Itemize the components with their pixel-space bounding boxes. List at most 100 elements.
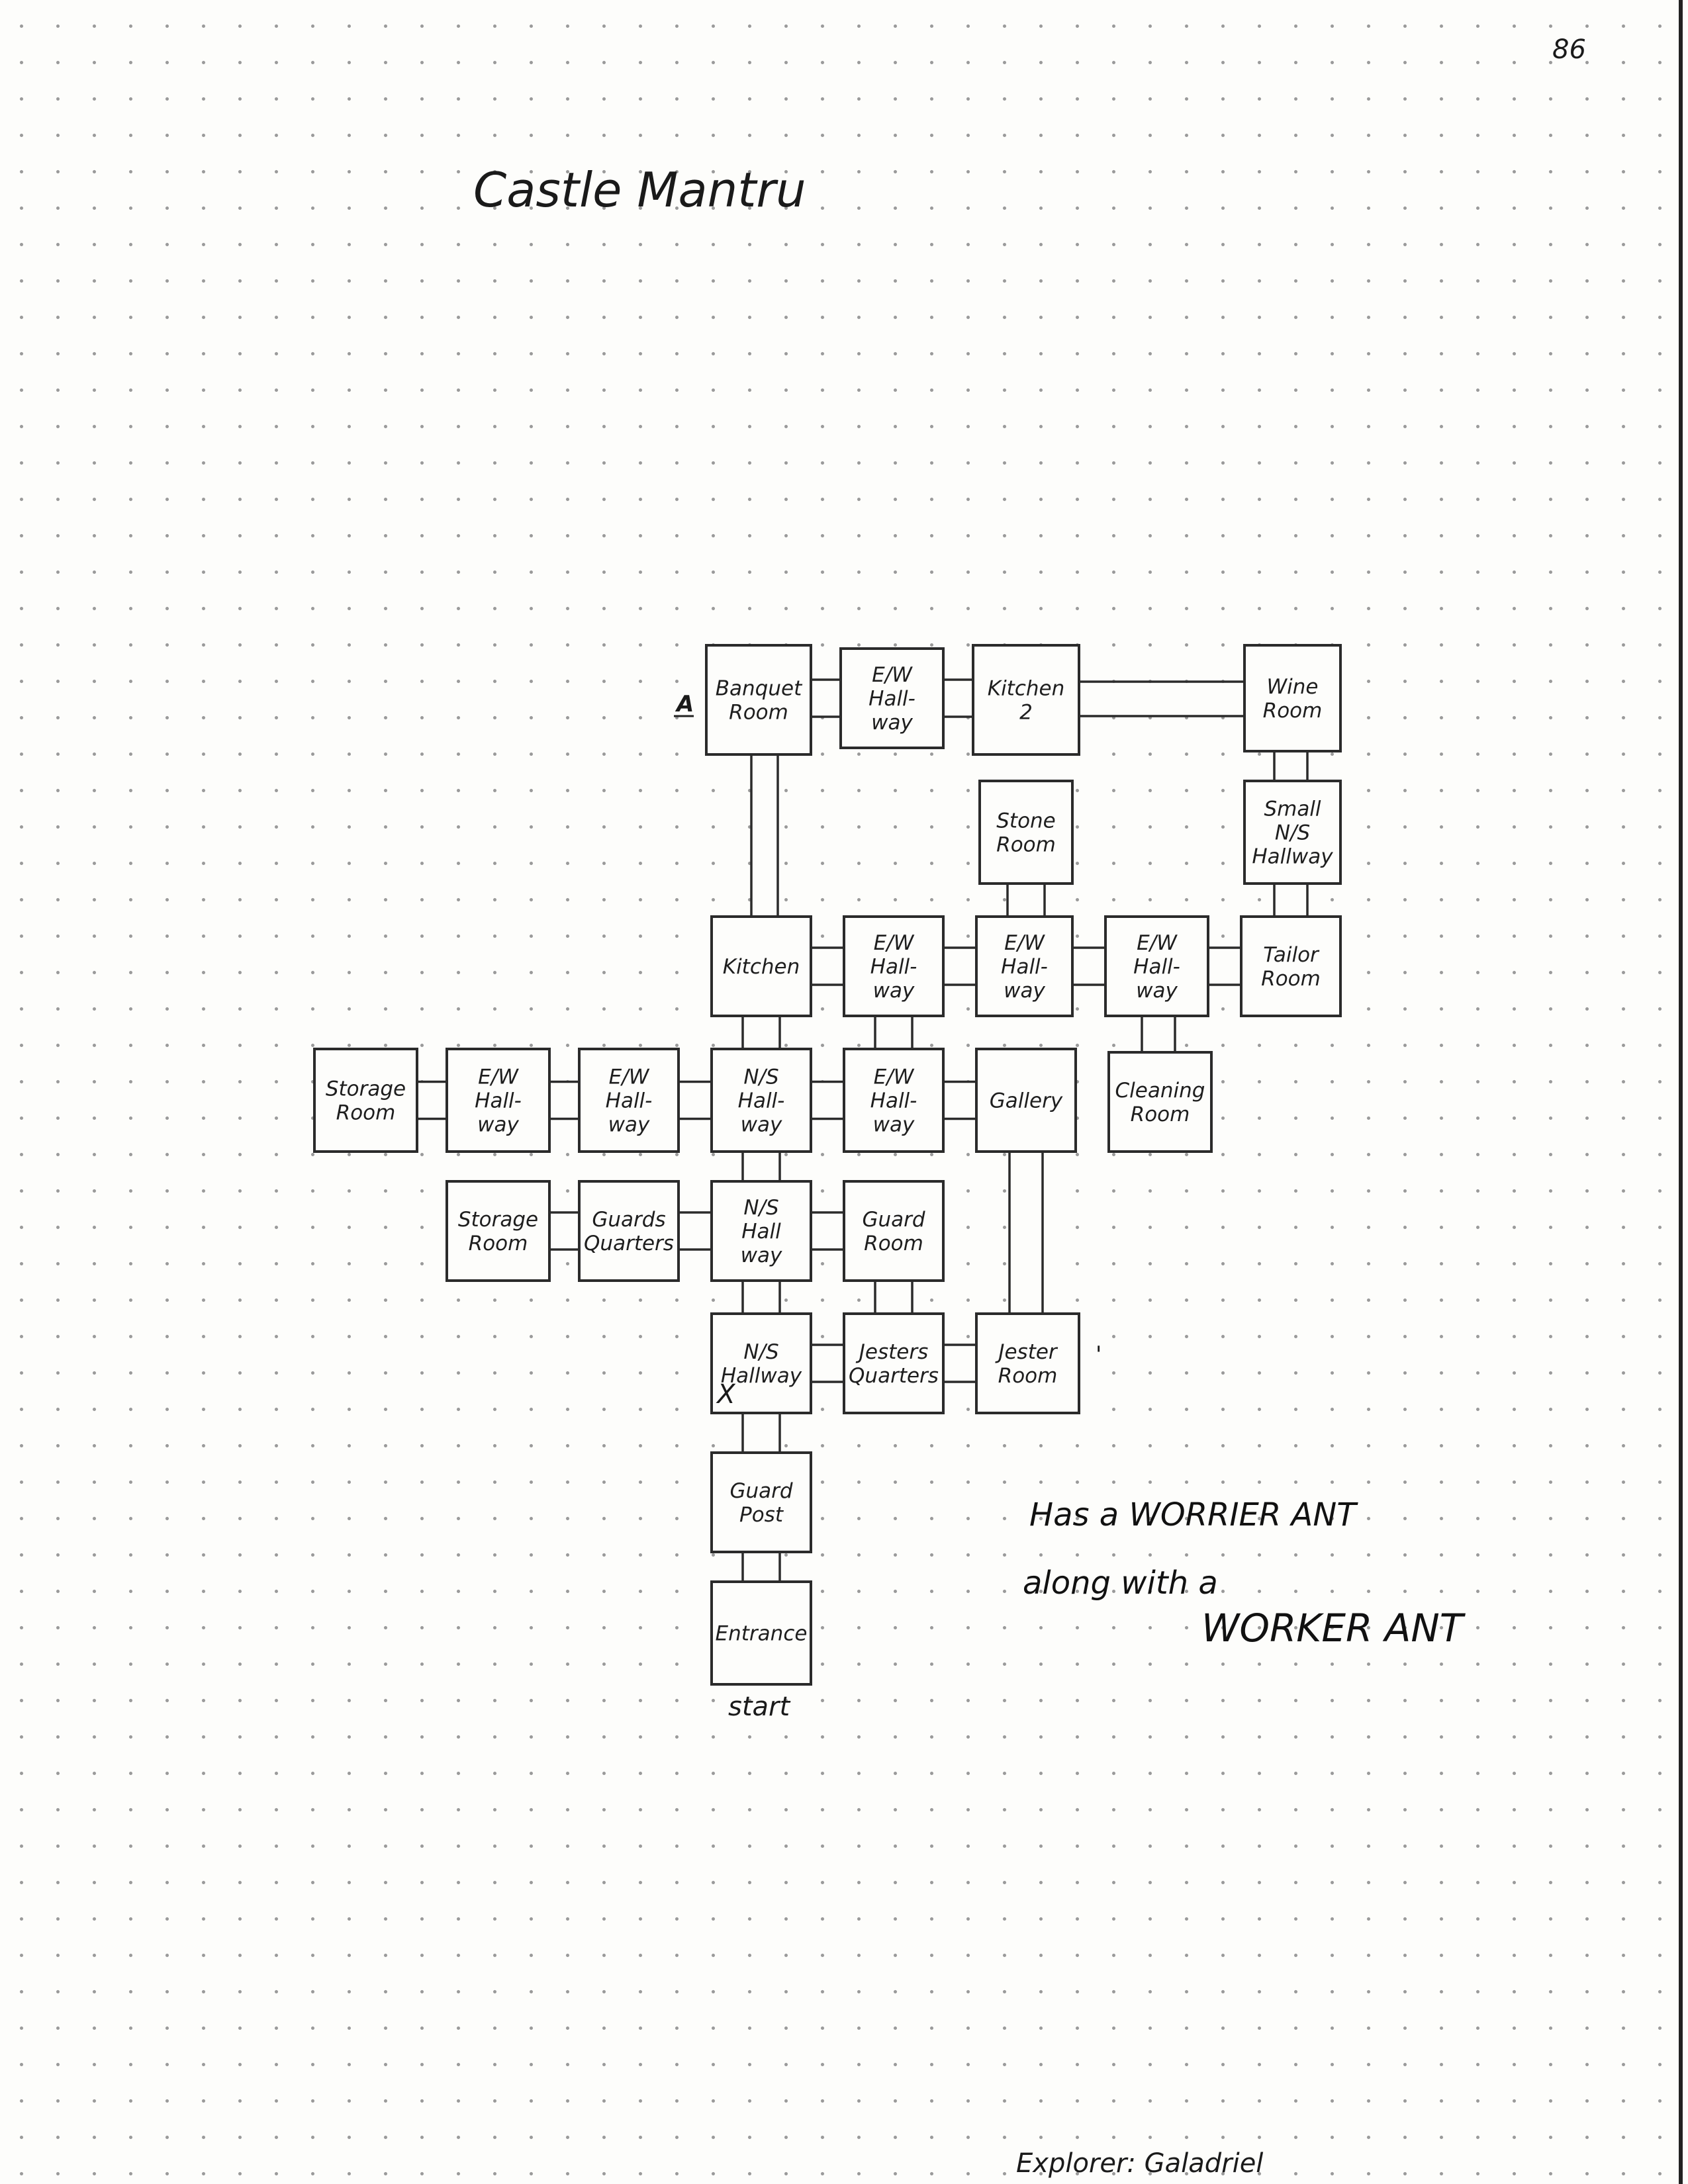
explorer-credit: Explorer: Galadriel xyxy=(1016,2148,1263,2179)
room-label-storage1-0: Storage xyxy=(326,1077,406,1101)
room-label-gallery-0: Gallery xyxy=(990,1089,1063,1113)
room-label-jester-room-1: Room xyxy=(998,1364,1058,1388)
room-label-entrance-0: Entrance xyxy=(716,1622,808,1646)
room-label-ew-mid2-1: Hall- xyxy=(1001,955,1048,979)
door-ewl2-ns1 xyxy=(673,1080,717,1120)
room-label-kitchen2-0: Kitchen xyxy=(988,677,1065,701)
room-label-ew-top-0: E/W xyxy=(872,663,913,687)
room-label-storage2-1: Room xyxy=(469,1232,528,1255)
room-label-guards-q-0: Guards xyxy=(592,1208,665,1232)
room-label-ew-mid3-0: E/W xyxy=(1137,931,1178,955)
door-ns1-ewr xyxy=(806,1080,849,1120)
room-label-ew-mid3-2: way xyxy=(1136,979,1178,1003)
room-label-tailor-1: Room xyxy=(1261,967,1321,991)
room-box-banquet xyxy=(705,644,812,756)
page-edge-line xyxy=(1679,0,1683,2184)
room-label-kitchen-0: Kitchen xyxy=(723,955,800,979)
room-box-ew-left2 xyxy=(578,1048,680,1153)
door-guardroom-jestersq xyxy=(874,1275,914,1319)
room-label-ew-left2-2: way xyxy=(608,1113,650,1137)
room-label-ns-hall2-0: N/S xyxy=(743,1196,778,1220)
door-nshall-guardpost xyxy=(741,1408,781,1458)
room-box-kitchen2 xyxy=(972,644,1080,756)
room-label-ew-mid3-1: Hall- xyxy=(1133,955,1180,979)
room-label-wine-0: Wine xyxy=(1267,675,1319,699)
door-kitchen-ew1 xyxy=(806,946,849,986)
room-label-wine-1: Room xyxy=(1263,699,1323,723)
note-line-1: Has a WORRIER ANT xyxy=(1029,1496,1358,1533)
room-label-ew-left1-2: way xyxy=(477,1113,519,1137)
room-label-kitchen2-1: 2 xyxy=(1019,701,1033,725)
door-jestersq-jester xyxy=(938,1343,982,1383)
room-box-ew-left1 xyxy=(445,1048,551,1153)
map-title: Castle Mantru xyxy=(473,162,806,218)
note-line-2: along with a xyxy=(1023,1565,1218,1602)
room-box-ew-right xyxy=(843,1048,945,1153)
room-box-storage2 xyxy=(445,1180,551,1282)
room-label-ew-mid1-2: way xyxy=(873,979,915,1003)
room-box-tailor xyxy=(1240,915,1342,1017)
door-ewr-gallery xyxy=(938,1080,982,1120)
room-label-ew-right-0: E/W xyxy=(874,1066,915,1089)
room-label-ew-mid1-0: E/W xyxy=(874,931,915,955)
room-label-ew-top-2: way xyxy=(871,711,913,735)
room-label-jesters-q-1: Quarters xyxy=(849,1364,939,1388)
room-label-ew-top-1: Hall- xyxy=(868,687,915,711)
room-box-stone xyxy=(978,780,1074,885)
tick-mark: ' xyxy=(1096,1342,1102,1368)
door-ew1-ewr xyxy=(874,1011,914,1054)
room-box-entrance xyxy=(710,1580,812,1686)
room-label-ew-left1-1: Hall- xyxy=(475,1089,522,1113)
room-label-ew-left2-0: E/W xyxy=(609,1066,650,1089)
door-ew3-tailor xyxy=(1203,946,1246,986)
room-box-guards-q xyxy=(578,1180,680,1282)
room-box-wine xyxy=(1243,644,1342,752)
room-label-ew-right-2: way xyxy=(873,1113,915,1137)
corridor-gallery-jester xyxy=(1008,1150,1044,1315)
corridor-ew-cleaning xyxy=(1141,1015,1176,1054)
room-label-small-ns-0: Small xyxy=(1264,797,1321,821)
room-box-ew-top xyxy=(839,647,945,749)
room-box-storage1 xyxy=(313,1048,418,1153)
door-ns1-ns2 xyxy=(741,1146,781,1187)
door-kitchen-ns1 xyxy=(741,1011,781,1054)
door-banquet-ewtop xyxy=(806,678,846,718)
start-label: start xyxy=(728,1692,790,1722)
door-ew2-ew3 xyxy=(1067,946,1111,986)
door-ewl1-ewl2 xyxy=(544,1080,585,1120)
room-label-stone-0: Stone xyxy=(996,809,1056,833)
room-entrance: Entrance xyxy=(710,1580,812,1686)
room-box-ew-mid1 xyxy=(843,915,945,1017)
room-label-ew-mid2-2: way xyxy=(1004,979,1045,1003)
room-box-ns-hall1 xyxy=(710,1048,812,1153)
room-label-ns-hallway-1: Hallway xyxy=(721,1364,802,1388)
room-label-tailor-0: Tailor xyxy=(1263,943,1320,967)
door-ns2-nshall xyxy=(741,1275,781,1319)
room-label-small-ns-1: N/S xyxy=(1275,821,1310,845)
corridor-wine-small xyxy=(1273,750,1309,782)
rooms-layer: BanquetRoomE/WHall-wayKitchen2WineRoomSt… xyxy=(313,644,1342,1686)
room-label-ns-hall1-2: way xyxy=(741,1113,782,1137)
marker-a: A xyxy=(675,691,694,717)
room-label-guards-q-1: Quarters xyxy=(584,1232,674,1255)
corridor-connectors xyxy=(412,678,1309,1587)
room-label-ew-right-1: Hall- xyxy=(870,1089,917,1113)
room-label-storage2-0: Storage xyxy=(458,1208,538,1232)
room-label-ns-hall2-1: Hall xyxy=(741,1220,781,1244)
